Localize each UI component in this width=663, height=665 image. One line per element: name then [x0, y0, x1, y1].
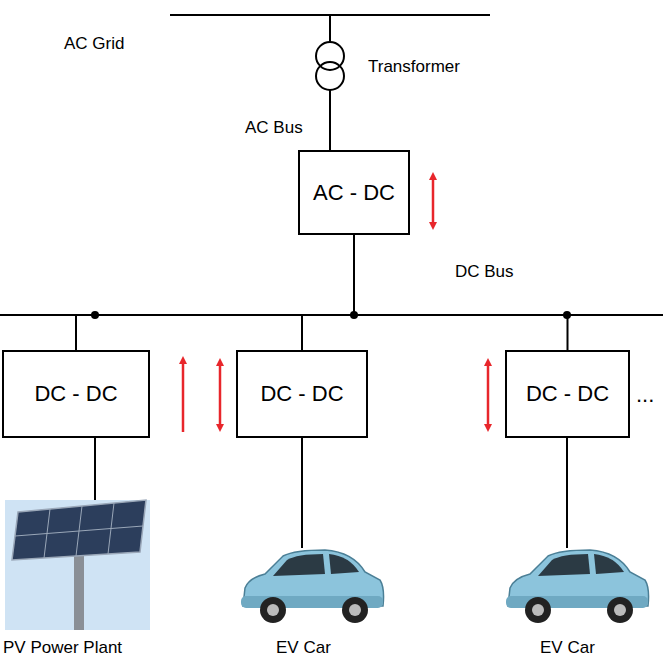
- power-flow-arrow: [182, 360, 185, 432]
- continuation-mark: ...: [636, 382, 654, 408]
- ac-bus-wire: [329, 90, 331, 150]
- transformer-symbol: [316, 62, 344, 90]
- converter-box: AC - DC: [298, 150, 410, 235]
- bus-connector: [302, 235, 354, 350]
- device-wire: [94, 438, 96, 500]
- grid-wire: [329, 15, 331, 42]
- device-label: EV Car: [540, 638, 595, 658]
- power-flow-arrow: [487, 362, 490, 428]
- box-text: DC - DC: [526, 381, 609, 407]
- converter-box: DC - DC: [2, 350, 150, 438]
- device-wire: [566, 438, 568, 548]
- converter-box: DC - DC: [236, 350, 368, 438]
- device-wire: [301, 438, 303, 548]
- box-text: AC - DC: [313, 180, 395, 206]
- device-label: EV Car: [276, 638, 331, 658]
- power-flow-arrow: [219, 362, 222, 428]
- bus-label: AC Bus: [245, 118, 303, 138]
- bus-label: AC Grid: [64, 34, 124, 54]
- power-flow-arrow: [432, 176, 435, 226]
- bus-connector: [354, 235, 568, 350]
- converter-box: DC - DC: [505, 350, 630, 438]
- bus-label: DC Bus: [455, 262, 514, 282]
- component-label: Transformer: [368, 57, 460, 77]
- pv-panel-picture: [5, 500, 150, 630]
- device-label: PV Power Plant: [3, 638, 122, 658]
- box-text: DC - DC: [260, 381, 343, 407]
- ev-car-picture: [241, 550, 384, 623]
- box-text: DC - DC: [34, 381, 117, 407]
- bus-connector: [76, 235, 354, 350]
- ev-car-picture: [506, 550, 649, 623]
